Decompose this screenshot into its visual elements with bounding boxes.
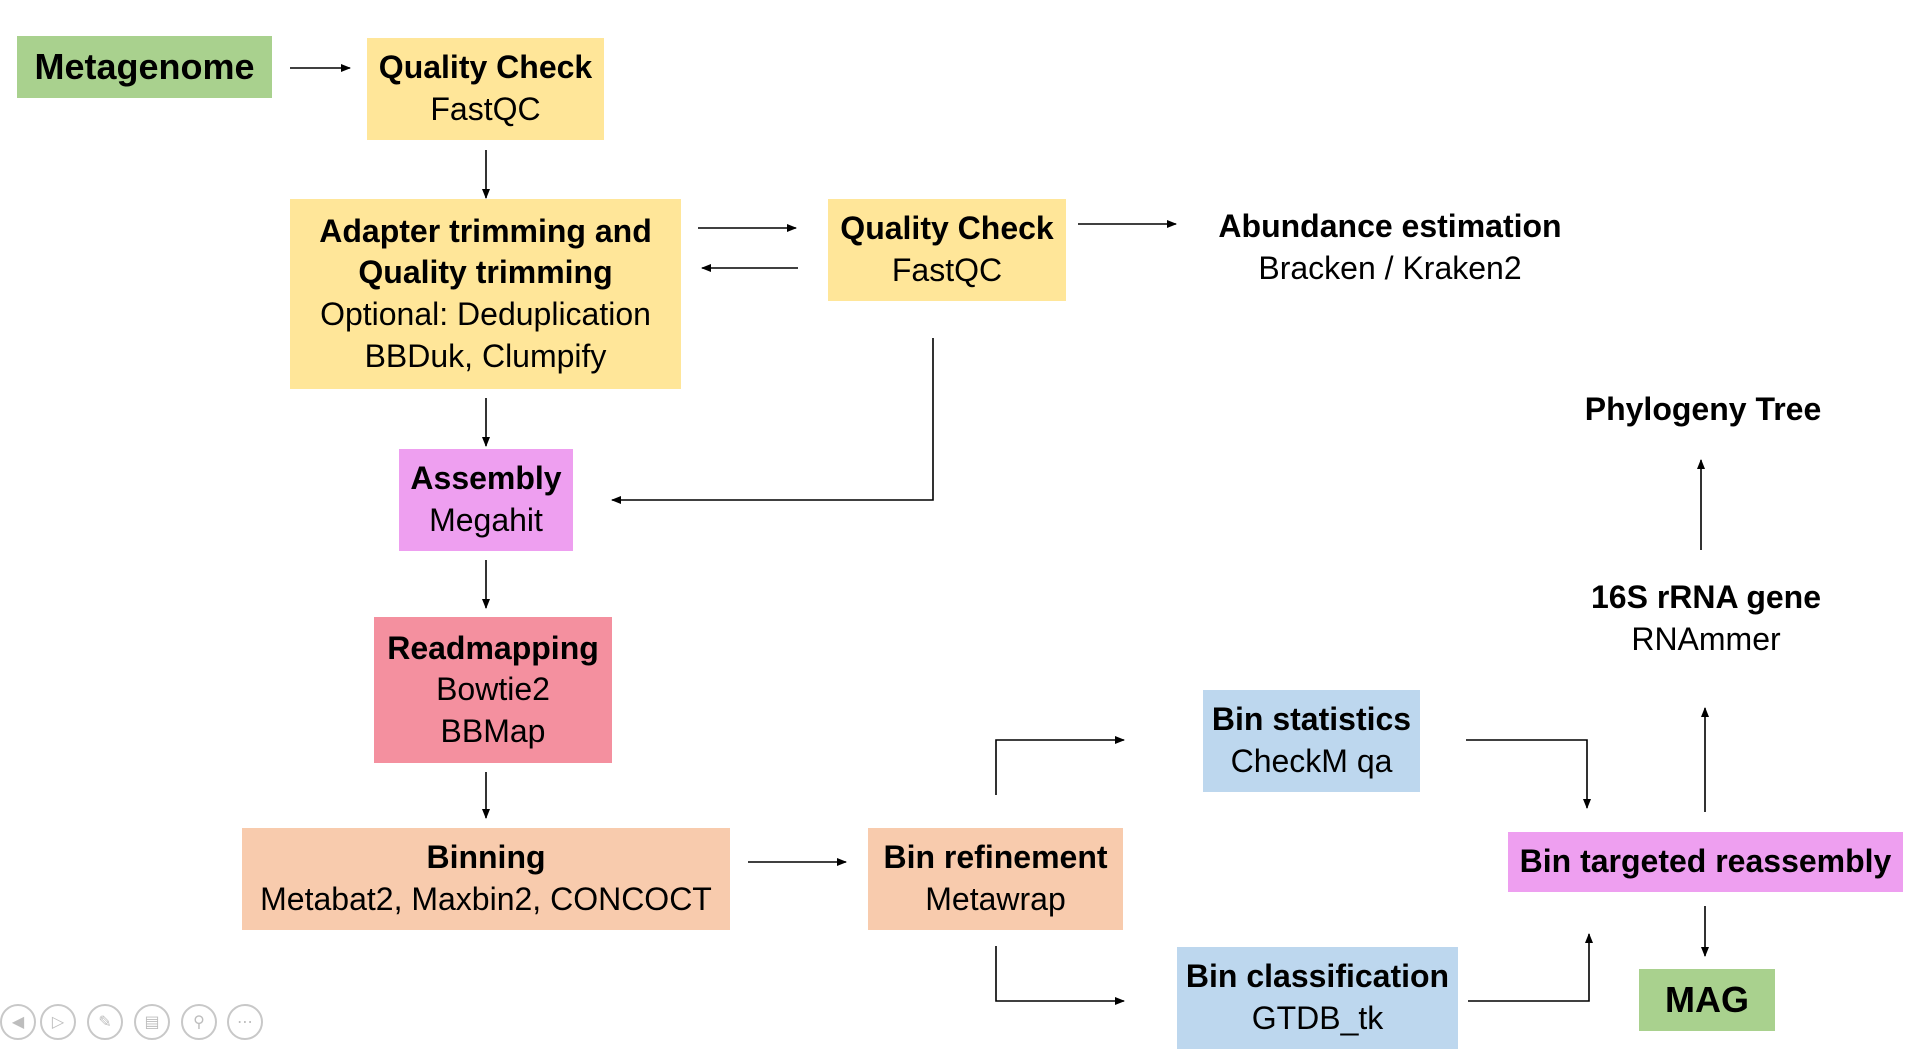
metagenome-node: Metagenome xyxy=(17,36,272,98)
abundance-tools: Bracken / Kraken2 xyxy=(1258,250,1522,286)
arrow-class-reassembly xyxy=(1468,933,1593,1002)
rrna-node: 16S rRNA gene RNAmmer xyxy=(1570,571,1842,667)
zoom-icon[interactable]: ⚲ xyxy=(181,1004,217,1040)
rrna-title: 16S rRNA gene xyxy=(1591,579,1821,616)
arrow-stats-reassembly xyxy=(1466,739,1591,809)
bin-refinement-node: Bin refinement Metawrap xyxy=(868,828,1123,930)
trimming-title-line2: Quality trimming xyxy=(358,254,613,291)
trimming-tools: BBDuk, Clumpify xyxy=(364,337,607,374)
binning-node: Binning Metabat2, Maxbin2, CONCOCT xyxy=(242,828,730,930)
arrow-qc2-assembly xyxy=(611,338,934,504)
arrow-refinement-class xyxy=(995,946,1125,1005)
readmapping-node: Readmapping Bowtie2 BBMap xyxy=(374,617,612,763)
abundance-node: Abundance estimation Bracken / Kraken2 xyxy=(1196,200,1584,296)
bin-statistics-tool: CheckM qa xyxy=(1230,743,1393,779)
trimming-node: Adapter trimming and Quality trimming Op… xyxy=(290,199,681,389)
pen-icon[interactable]: ✎ xyxy=(87,1004,123,1040)
mag-node: MAG xyxy=(1639,969,1775,1031)
assembly-tool: Megahit xyxy=(429,502,543,538)
bin-refinement-title: Bin refinement xyxy=(883,839,1108,876)
rrna-tool: RNAmmer xyxy=(1631,621,1781,657)
abundance-title: Abundance estimation xyxy=(1218,208,1562,245)
more-icon[interactable]: ⋯ xyxy=(227,1004,263,1040)
assembly-node: Assembly Megahit xyxy=(399,449,573,551)
bin-classification-title: Bin classification xyxy=(1185,958,1450,995)
trimming-title-line1: Adapter trimming and xyxy=(319,212,652,249)
bin-reassembly-node: Bin targeted reassembly xyxy=(1508,832,1903,892)
bin-refinement-tool: Metawrap xyxy=(925,881,1066,917)
bin-reassembly-title: Bin targeted reassembly xyxy=(1519,843,1892,880)
quality-check-1-title: Quality Check xyxy=(378,49,593,86)
bin-statistics-title: Bin statistics xyxy=(1211,701,1412,738)
back-icon[interactable]: ◀ xyxy=(0,1004,36,1040)
trimming-optional: Optional: Deduplication xyxy=(320,296,651,332)
readmapping-tool-2: BBMap xyxy=(440,712,546,749)
quality-check-node-2: Quality Check FastQC xyxy=(828,199,1066,301)
phylogeny-node: Phylogeny Tree xyxy=(1563,385,1843,435)
bin-statistics-node: Bin statistics CheckM qa xyxy=(1203,690,1420,792)
slides-icon[interactable]: ▤ xyxy=(134,1004,170,1040)
binning-tools: Metabat2, Maxbin2, CONCOCT xyxy=(260,881,712,917)
quality-check-2-tool: FastQC xyxy=(891,252,1003,288)
readmapping-tool-1: Bowtie2 xyxy=(436,671,550,708)
assembly-title: Assembly xyxy=(410,460,562,497)
readmapping-title: Readmapping xyxy=(387,629,599,666)
quality-check-2-title: Quality Check xyxy=(840,210,1054,247)
phylogeny-title: Phylogeny Tree xyxy=(1584,391,1822,428)
bin-classification-node: Bin classification GTDB_tk xyxy=(1177,947,1458,1049)
quality-check-1-tool: FastQC xyxy=(430,91,541,127)
arrow-refinement-stats xyxy=(995,736,1125,795)
mag-title: MAG xyxy=(1665,978,1749,1020)
metagenome-title: Metagenome xyxy=(34,45,255,87)
binning-title: Binning xyxy=(426,839,546,876)
bin-classification-tool: GTDB_tk xyxy=(1251,1000,1384,1036)
play-icon[interactable]: ▷ xyxy=(40,1004,76,1040)
quality-check-node-1: Quality Check FastQC xyxy=(367,38,604,140)
